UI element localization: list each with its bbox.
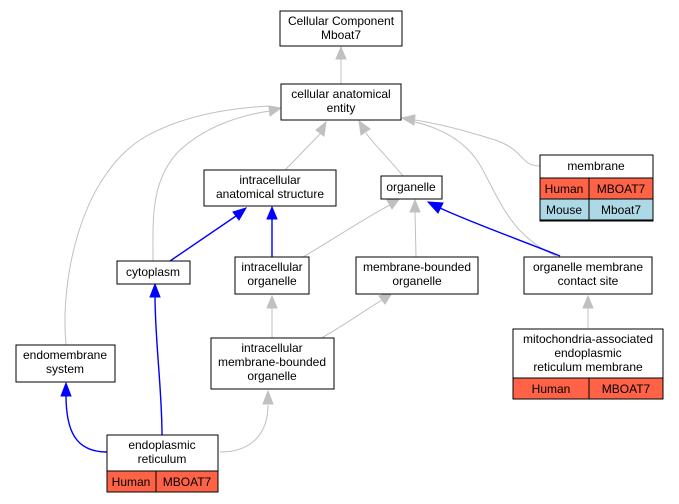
edge-er-cytoplasm xyxy=(154,295,163,436)
edges-is-a xyxy=(64,45,594,453)
node-organelle-membrane-contact-site[interactable]: organelle membrane contact site xyxy=(523,256,653,295)
edge-io-organelle xyxy=(302,204,391,258)
node-intracellular-anatomical-structure[interactable]: intracellular anatomical structure xyxy=(203,169,337,207)
node-membrane-bounded-organelle[interactable]: membrane-bounded organelle xyxy=(355,256,479,295)
arrowhead-icon xyxy=(60,381,72,397)
node-endomembrane-system[interactable]: endomembrane system xyxy=(15,344,116,383)
arrowhead-icon xyxy=(232,207,248,221)
edge-cytoplasm-ias xyxy=(169,215,237,262)
node-label-line: membrane-bounded xyxy=(363,260,471,274)
node-label-line: Cellular Component xyxy=(288,14,395,28)
arrowhead-icon xyxy=(266,294,278,309)
arrowhead-icon xyxy=(335,45,347,60)
node-cellular-anatomical-entity[interactable]: cellular anatomical entity xyxy=(280,83,402,121)
node-label-line: endoplasmic xyxy=(128,438,195,452)
node-label-line: system xyxy=(46,362,84,376)
node-intracellular-organelle[interactable]: intracellular organelle xyxy=(234,256,310,295)
edge-omcs-cae xyxy=(414,121,557,257)
edge-cytoplasm-cae xyxy=(152,110,271,262)
node-organelle[interactable]: organelle xyxy=(380,175,443,200)
edge-membrane-cae xyxy=(414,119,541,167)
node-label-line: intracellular xyxy=(241,341,302,355)
node-intracellular-membrane-bounded-organelle[interactable]: intracellular membrane-bounded organelle xyxy=(210,337,335,390)
node-label-line: organelle xyxy=(247,369,297,383)
arrowhead-icon xyxy=(358,119,371,136)
node-label-line: organelle xyxy=(392,274,442,288)
annotation-gene: MBOAT7 xyxy=(163,475,212,489)
node-label-line: organelle xyxy=(247,274,297,288)
node-label-line: contact site xyxy=(558,274,619,288)
arrowhead-icon xyxy=(262,389,274,405)
arrowhead-icon xyxy=(149,282,161,298)
annotation-cell xyxy=(155,470,219,493)
node-label-line: cytoplasm xyxy=(126,265,180,279)
arrowhead-icon xyxy=(400,114,416,126)
annotation-species: Human xyxy=(545,182,584,196)
node-label-line: intracellular xyxy=(241,260,302,274)
node-cytoplasm[interactable]: cytoplasm xyxy=(116,260,191,285)
arrowhead-icon xyxy=(268,105,283,117)
arrowhead-icon xyxy=(426,201,444,214)
annotation-cell xyxy=(588,377,664,400)
edge-er-es xyxy=(65,394,108,453)
annotation-species: Human xyxy=(112,475,151,489)
node-label-line: cellular anatomical xyxy=(291,87,390,101)
annotation-gene: MBOAT7 xyxy=(597,182,646,196)
node-label-line: anatomical structure xyxy=(216,187,324,201)
arrowhead-icon xyxy=(582,294,594,309)
annotation-species: Mouse xyxy=(546,203,582,217)
annotation-cell xyxy=(588,198,654,221)
node-label-line: intracellular xyxy=(239,173,300,187)
node-label-line: reticulum xyxy=(138,452,187,466)
arrowhead-icon xyxy=(266,205,278,220)
node-label-line: endoplasmic xyxy=(554,346,621,360)
edge-omcs-organelle xyxy=(439,207,561,257)
edge-organelle-cae xyxy=(365,132,404,177)
edge-mbo-organelle xyxy=(414,211,417,258)
node-membrane[interactable]: membrane Human MBOAT7 Mouse Mboat7 xyxy=(539,154,654,222)
arrowhead-icon xyxy=(409,198,421,213)
node-label-line: Mboat7 xyxy=(321,28,361,42)
annotation-gene: Mboat7 xyxy=(601,203,641,217)
edge-ias-cae xyxy=(284,132,322,171)
annotation-species: Human xyxy=(532,382,571,396)
edge-imbo-mbo xyxy=(317,299,383,341)
edge-er-imbo xyxy=(219,404,269,453)
node-mitochondria-associated-er-membrane[interactable]: mitochondria-associated endoplasmic reti… xyxy=(512,328,664,400)
edge-es-cae xyxy=(64,105,271,346)
arrowhead-icon xyxy=(378,292,394,305)
node-label-line: organelle membrane xyxy=(533,260,643,274)
node-label-line: mitochondria-associated xyxy=(523,332,653,346)
node-label-line: reticulum membrane xyxy=(533,360,643,374)
arrowhead-icon xyxy=(386,197,402,210)
node-label-line: organelle xyxy=(386,180,436,194)
node-label-line: endomembrane xyxy=(23,348,107,362)
node-label-line: membrane xyxy=(567,159,625,173)
edges-part-of xyxy=(60,201,561,453)
arrowhead-icon xyxy=(315,120,327,137)
node-endoplasmic-reticulum[interactable]: endoplasmic reticulum Human MBOAT7 xyxy=(106,434,219,493)
node-label-line: membrane-bounded xyxy=(218,355,326,369)
annotation-gene: MBOAT7 xyxy=(602,382,651,396)
node-label-line: entity xyxy=(327,101,356,115)
node-cellular-component[interactable]: Cellular Component Mboat7 xyxy=(279,10,403,47)
